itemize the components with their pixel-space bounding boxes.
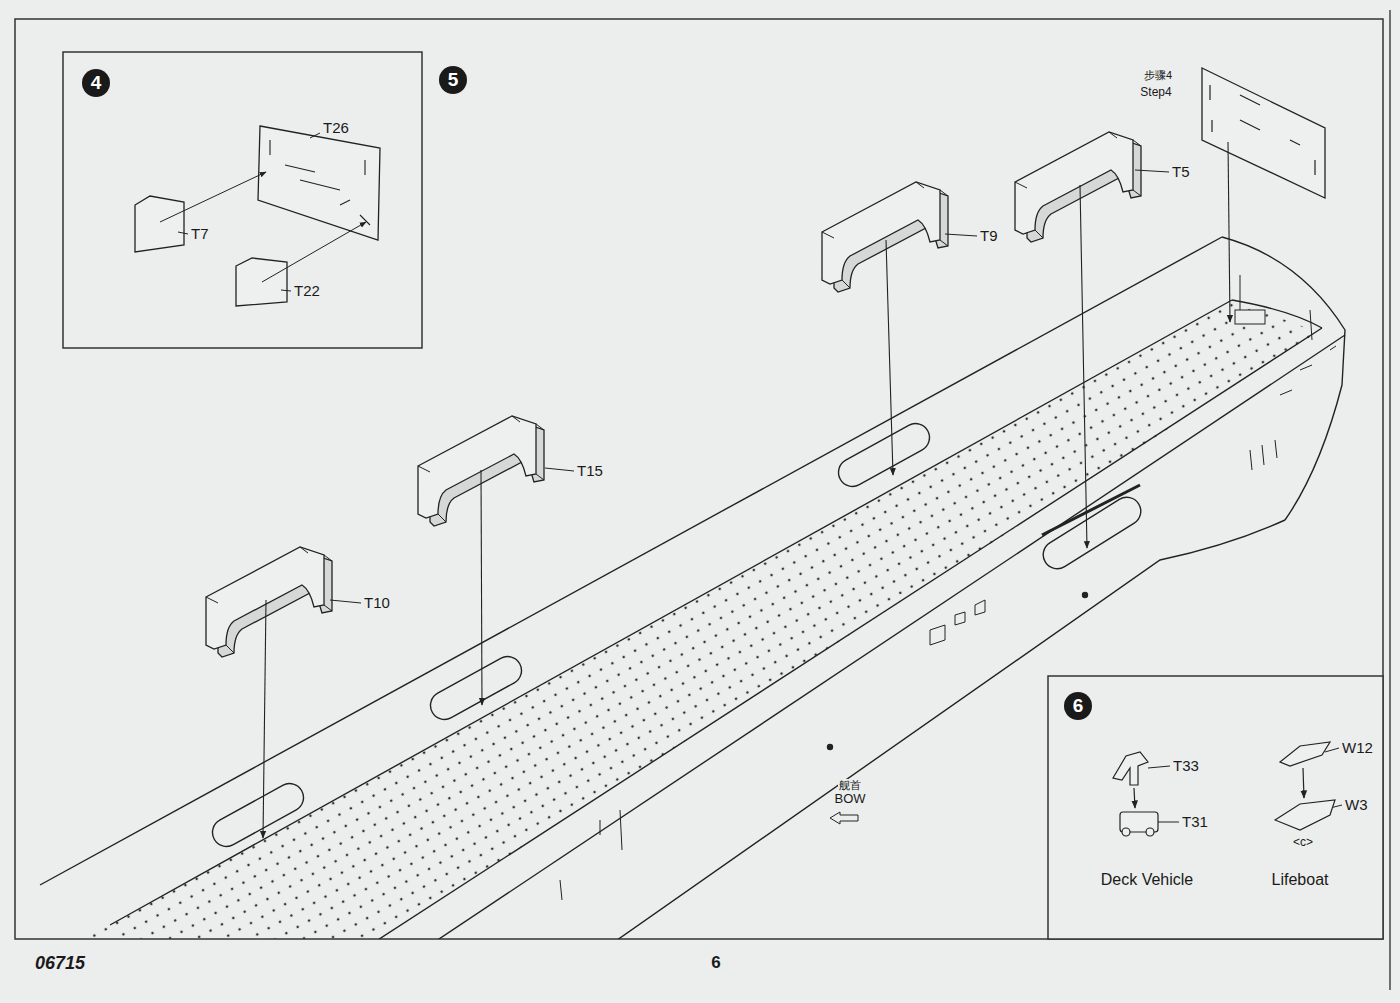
part-number: T7 [190, 226, 210, 243]
kit-number: 06715 [34, 954, 86, 974]
direction-label: BOW [833, 792, 866, 806]
page-number: 6 [710, 954, 721, 973]
sprue-code: <c> [1292, 836, 1314, 849]
direction-label: 舰首 [838, 779, 862, 791]
step-number-text: 6 [1073, 695, 1084, 717]
part-number: T33 [1172, 758, 1200, 775]
part-number: T15 [576, 463, 604, 480]
part-number: T31 [1181, 814, 1209, 831]
part-number: T10 [363, 595, 391, 612]
step-number-text: 4 [91, 72, 102, 94]
part-number: T26 [322, 120, 350, 137]
step-number: 6 [1064, 692, 1092, 720]
step-reference: Step4 [1139, 86, 1172, 99]
part-number: W3 [1344, 797, 1369, 814]
step-reference: 步骤4 [1143, 69, 1173, 81]
part-number: W12 [1341, 740, 1374, 757]
sub-assembly-title: Deck Vehicle [1100, 871, 1195, 889]
part-number: T9 [979, 228, 999, 245]
step-number: 4 [82, 69, 110, 97]
sub-assembly-title: Lifeboat [1271, 871, 1330, 889]
step-number-text: 5 [448, 69, 459, 91]
part-number: T5 [1171, 164, 1191, 181]
part-number: T22 [293, 283, 321, 300]
step-number: 5 [439, 66, 467, 94]
